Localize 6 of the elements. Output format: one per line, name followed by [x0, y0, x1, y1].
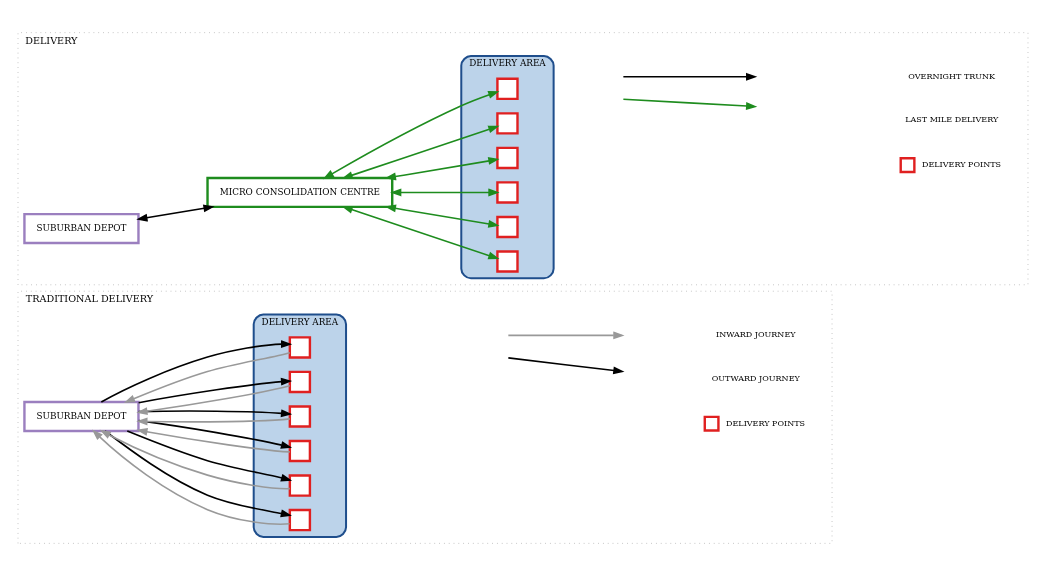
legend-label: DELIVERY POINTS — [921, 159, 1002, 169]
legend-label: DELIVERY POINTS — [726, 418, 806, 428]
legend-label: INWARD JOURNEY — [715, 329, 796, 339]
legend-label: OVERNIGHT TRUNK — [908, 71, 996, 81]
legend-label: LAST MILE DELIVERY — [905, 114, 999, 124]
legend-label: OUTWARD JOURNEY — [711, 373, 800, 383]
